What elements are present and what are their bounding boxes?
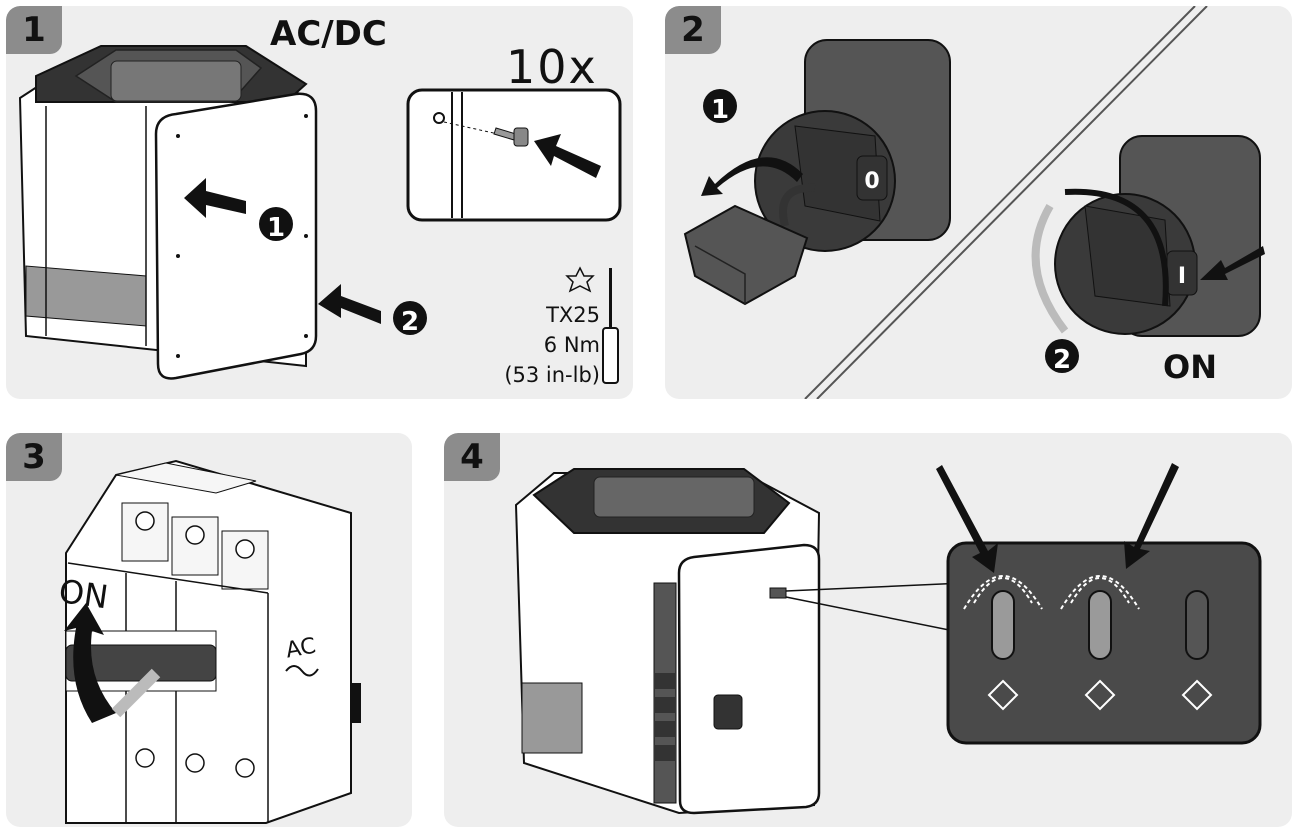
switch-on-mark: I <box>1178 264 1186 289</box>
switch-off-mark: 0 <box>864 169 879 194</box>
communication-icon <box>1181 679 1213 711</box>
callout-1: 1 <box>711 95 729 125</box>
on-label: ON <box>57 572 111 616</box>
switch-up-arrow <box>64 603 116 723</box>
on-label: ON <box>1163 348 1217 386</box>
torx-star-icon <box>565 266 595 293</box>
callout-1: 1 <box>267 213 285 243</box>
grid-feed-icon <box>1084 679 1116 711</box>
ac-dc-title: AC/DC <box>270 14 387 54</box>
arrow-1 <box>184 178 246 218</box>
front-cover <box>154 92 318 380</box>
step-3-panel: ON AC 3 <box>6 433 412 827</box>
arrow-2 <box>318 284 381 324</box>
led-arrow-2 <box>1124 463 1179 569</box>
step-2-panel: 0 1 I 2 ON 2 <box>665 6 1292 399</box>
circuit-breaker-illustration: ON AC <box>57 459 361 824</box>
screw-arrow <box>534 134 601 178</box>
ac-wave-icon <box>285 665 319 677</box>
torx-tool <box>565 266 619 384</box>
step-1-panel: 1 AC/DC 10x 1 2 <box>6 6 633 399</box>
inverter-cover-illustration: 1 2 TX25 6 Nm (53 in-lb) <box>18 45 622 387</box>
callout-2: 2 <box>401 307 419 337</box>
rotate-arrow-off <box>701 157 803 196</box>
screw-count-label: 10x <box>506 40 598 94</box>
led-status-illustration <box>514 463 1262 815</box>
pointer-arrow-i <box>1200 246 1265 280</box>
screw-detail-box <box>406 88 622 222</box>
tool-bit-label: TX25 <box>545 303 600 327</box>
step-3-badge: 3 <box>6 433 62 481</box>
callout-2: 2 <box>1053 345 1071 375</box>
led-panel <box>946 541 1262 745</box>
pv-power-icon <box>987 679 1019 711</box>
torque-label: 6 Nm <box>544 333 600 357</box>
inverter-body <box>514 468 821 815</box>
step-4-panel: 4 <box>444 433 1292 827</box>
torque-alt-label: (53 in-lb) <box>504 363 600 387</box>
led-arrow-1 <box>936 465 998 573</box>
step-1-badge: 1 <box>6 6 62 54</box>
circuit-breaker <box>65 459 361 824</box>
switch-illustration: 0 1 I 2 ON <box>683 6 1265 399</box>
switch-off: 0 1 <box>683 39 951 306</box>
step-2-badge: 2 <box>665 6 721 54</box>
ac-label: AC <box>284 634 318 664</box>
switch-on: I 2 <box>1031 135 1265 375</box>
step-4-badge: 4 <box>444 433 500 481</box>
